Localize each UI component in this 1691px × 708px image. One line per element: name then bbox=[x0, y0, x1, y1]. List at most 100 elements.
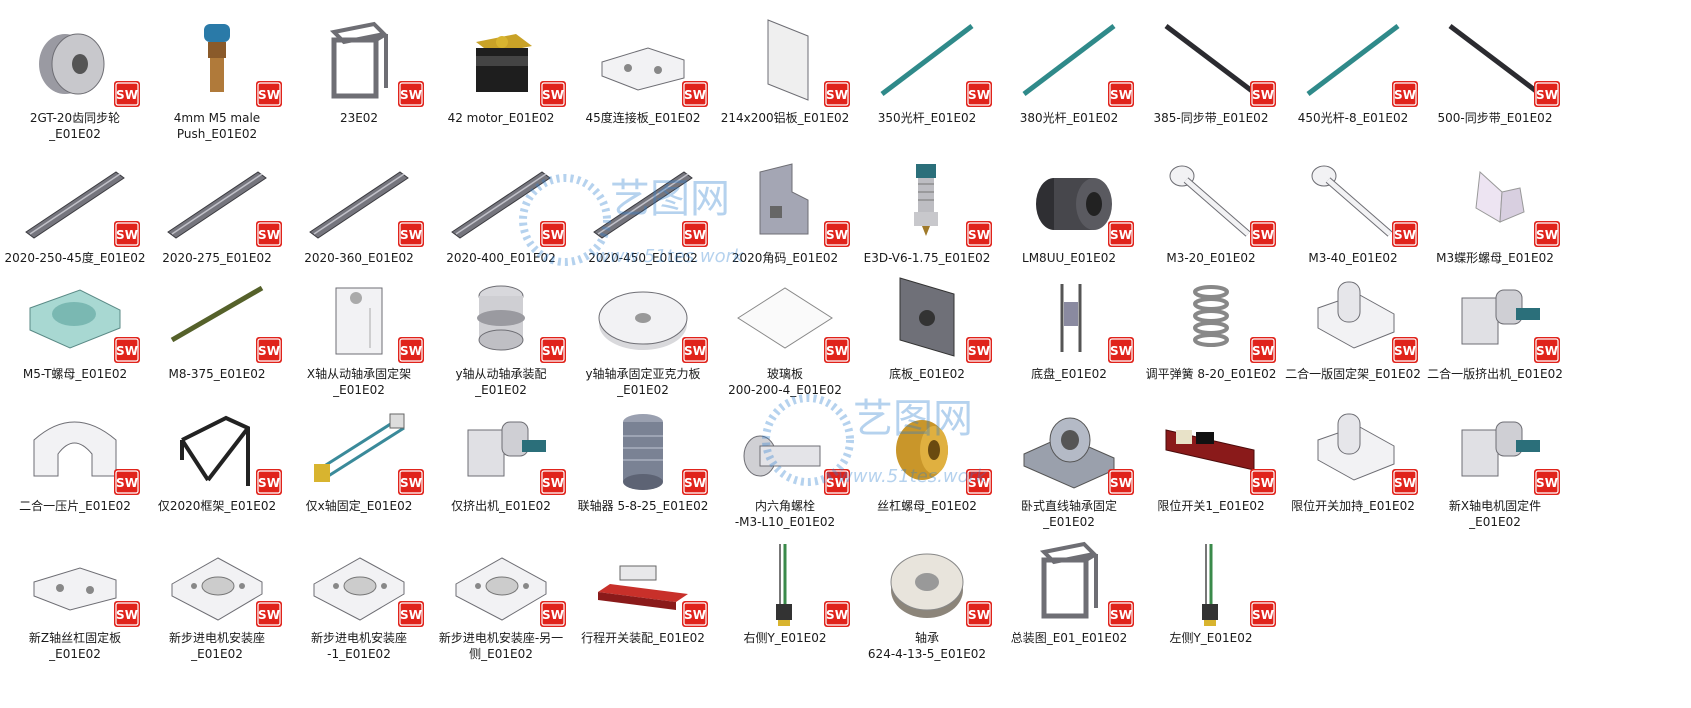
file-name-label: 新步进电机安装座 -1_E01E02 bbox=[310, 631, 407, 661]
part-thumbnail bbox=[1440, 152, 1550, 248]
file-name-label: 新步进电机安装座 _E01E02 bbox=[168, 631, 265, 661]
file-name-label: 45度连接板_E01E02 bbox=[585, 111, 701, 125]
svg-text:SW: SW bbox=[1252, 476, 1274, 490]
file-item[interactable]: SW 新步进电机安装座 -1_E01E02 bbox=[284, 520, 434, 662]
part-thumbnail bbox=[872, 268, 982, 364]
file-name-label: 内六角螺栓 -M3-L10_E01E02 bbox=[734, 499, 836, 529]
solidworks-file-icon: SW bbox=[823, 220, 851, 248]
svg-text:SW: SW bbox=[1394, 88, 1416, 102]
svg-text:SW: SW bbox=[1536, 228, 1558, 242]
solidworks-file-icon: SW bbox=[965, 468, 993, 496]
svg-text:SW: SW bbox=[542, 344, 564, 358]
file-name-label: 2020角码_E01E02 bbox=[731, 251, 839, 265]
solidworks-file-icon: SW bbox=[255, 220, 283, 248]
part-thumbnail bbox=[1014, 12, 1124, 108]
file-name-label: M5-T螺母_E01E02 bbox=[22, 367, 128, 381]
file-name-label: 调平弹簧 8-20_E01E02 bbox=[1145, 367, 1277, 381]
solidworks-file-icon: SW bbox=[681, 336, 709, 364]
file-name-label: 500-同步带_E01E02 bbox=[1437, 111, 1553, 125]
svg-text:SW: SW bbox=[1536, 476, 1558, 490]
file-item[interactable]: SW 450光杆-8_E01E02 bbox=[1278, 0, 1428, 142]
part-thumbnail bbox=[1156, 268, 1266, 364]
file-name-label: 二合一版固定架_E01E02 bbox=[1285, 367, 1421, 381]
solidworks-file-icon: SW bbox=[397, 336, 425, 364]
svg-text:SW: SW bbox=[542, 228, 564, 242]
svg-text:SW: SW bbox=[1110, 88, 1132, 102]
file-name-label: 联轴器 5-8-25_E01E02 bbox=[577, 499, 709, 513]
file-name-label: 2020-275_E01E02 bbox=[162, 251, 272, 265]
part-thumbnail bbox=[1440, 12, 1550, 108]
file-item[interactable]: SW 新X轴电机固定件 _E01E02 bbox=[1420, 388, 1570, 530]
solidworks-file-icon: SW bbox=[397, 220, 425, 248]
file-name-label: 4mm M5 male Push_E01E02 bbox=[173, 111, 261, 141]
file-name-label: E3D-V6-1.75_E01E02 bbox=[863, 251, 991, 265]
part-thumbnail bbox=[446, 12, 556, 108]
solidworks-file-icon: SW bbox=[397, 80, 425, 108]
svg-text:SW: SW bbox=[684, 608, 706, 622]
file-item[interactable]: SW 2020角码_E01E02 bbox=[710, 140, 860, 282]
solidworks-file-icon: SW bbox=[539, 336, 567, 364]
file-name-label: 450光杆-8_E01E02 bbox=[1297, 111, 1409, 125]
file-name-label: 右侧Y_E01E02 bbox=[743, 631, 827, 645]
part-thumbnail bbox=[588, 400, 698, 496]
solidworks-file-icon: SW bbox=[1533, 336, 1561, 364]
file-name-label: 底板_E01E02 bbox=[889, 367, 965, 381]
solidworks-file-icon: SW bbox=[681, 220, 709, 248]
file-name-label: M8-375_E01E02 bbox=[168, 367, 266, 381]
file-item[interactable]: SW 2020-275_E01E02 bbox=[142, 140, 292, 282]
solidworks-file-icon: SW bbox=[397, 600, 425, 628]
file-name-label: 新X轴电机固定件 _E01E02 bbox=[1448, 499, 1542, 529]
solidworks-file-icon: SW bbox=[397, 468, 425, 496]
svg-text:SW: SW bbox=[1110, 228, 1132, 242]
svg-text:SW: SW bbox=[826, 88, 848, 102]
